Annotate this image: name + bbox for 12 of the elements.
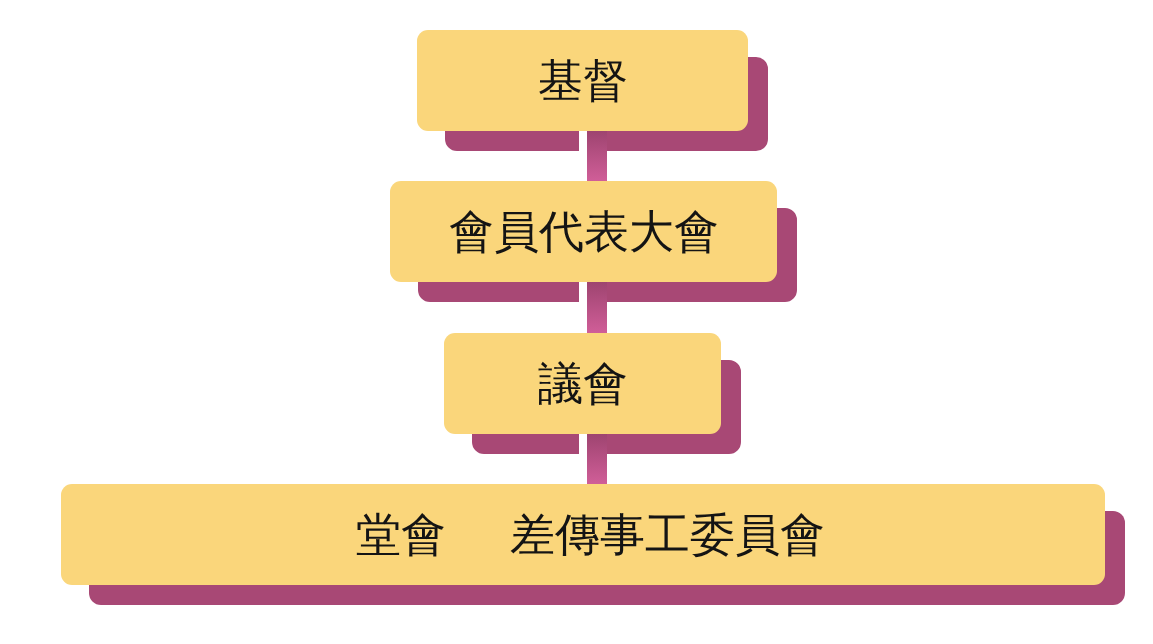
connector-line <box>587 282 607 333</box>
label-text: 基督 <box>537 56 628 105</box>
label-text: 議會 <box>537 359 628 408</box>
rounded-box <box>417 30 748 131</box>
label-text: 差傳事工委員會 <box>509 510 825 559</box>
connector-line <box>587 434 607 484</box>
label-text: 會員代表大會 <box>448 207 719 256</box>
label-text: 堂會 <box>355 510 446 559</box>
connector-line <box>587 131 607 181</box>
rounded-box <box>444 333 721 434</box>
rounded-box <box>61 484 1105 585</box>
rounded-box <box>390 181 777 282</box>
